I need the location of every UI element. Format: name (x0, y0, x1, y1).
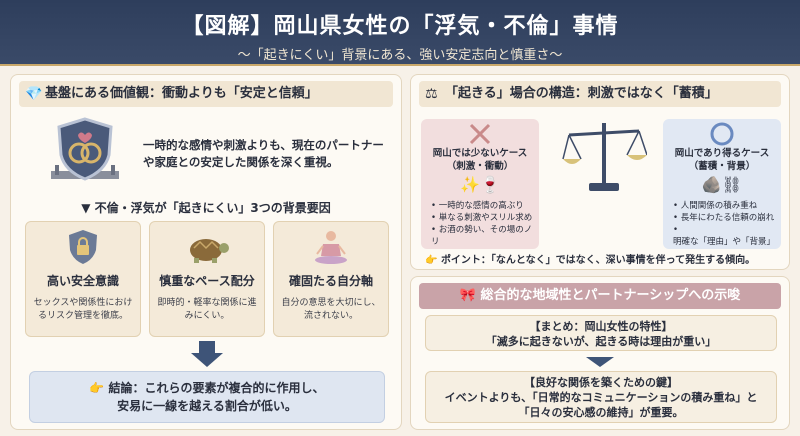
key-line3: 「日々の安心感の維持」が重要。 (518, 406, 684, 419)
ribbon-icon: 🎀 (459, 288, 481, 303)
scale-icon: ⚖ (425, 86, 438, 102)
turtle-icon (190, 239, 229, 263)
list-item: 一時的な感情の高ぶり (431, 200, 539, 212)
structure-section-title: ⚖ 「起きる」場合の構造：刺激ではなく「蓄積」 (419, 81, 781, 107)
page-subtitle: 〜「起きにくい」背景にある、強い安定志向と慎重さ〜 (237, 48, 563, 63)
circle-icon (710, 122, 734, 146)
arrow-down-icon (586, 357, 614, 367)
structure-section-title-text: 「起きる」場合の構造：刺激ではなく「蓄積」 (445, 86, 718, 101)
list-item: 人間関係の積み重ね (673, 200, 781, 212)
meditation-icon (315, 231, 347, 264)
case-rare-title2: （刺激・衝動） (446, 161, 514, 172)
arrow-down-icon (191, 353, 223, 367)
factor-name: 高い安全意識 (46, 274, 119, 288)
page-title: 【図解】岡山県女性の「浮気・不倫」事情 (181, 14, 619, 39)
list-item: 長年にわたる信頼の崩れ (673, 212, 781, 224)
pointing-hand-icon: 👉 (425, 255, 441, 266)
summary-line1: 【まとめ：岡山女性の特性】 (529, 320, 673, 333)
factors-title: ▼ 不倫・浮気が「起きにくい」3つの背景要因 (81, 201, 331, 215)
values-section-title-text: 基盤にある価値観：衝動よりも「安定と信頼」 (45, 86, 318, 101)
case-rare: 岡山では少ないケース （刺激・衝動） ✨🍷 一時的な感情の高ぶり 単なる刺激やス… (421, 119, 539, 249)
summary-box: 【まとめ：岡山女性の特性】 「滅多に起きないが、起きる時は理由が重い」 (425, 315, 777, 351)
list-item: 明確な「理由」や「背景」 (673, 224, 781, 248)
factor-card-pace: 慎重なペース配分 即時的・軽率な関係に進みにくい。 (149, 221, 265, 337)
factor-name: 慎重なペース配分 (159, 274, 255, 288)
conclusion-box: 👉 結論：これらの要素が複合的に作用し、 安易に一線を越える割合が低い。 (29, 371, 385, 423)
header-banner: 【図解】岡山県女性の「浮気・不倫」事情 〜「起きにくい」背景にある、強い安定志向… (0, 0, 800, 66)
summary-line2: 「滅多に起きないが、起きる時は理由が重い」 (485, 335, 717, 348)
arrow-down-stem (199, 341, 215, 353)
factor-card-self: 確固たる自分軸 自分の意思を大切にし、流されない。 (273, 221, 389, 337)
structure-panel: ⚖ 「起きる」場合の構造：刺激ではなく「蓄積」 岡山では少ないケース （刺激・衝… (410, 74, 790, 270)
balance-scale-icon (562, 123, 647, 191)
case-likely-title2: （蓄積・背景） (688, 161, 756, 172)
case-likely: 岡山であり得るケース （蓄積・背景） 🪨⛓ 人間関係の積み重ね 長年にわたる信頼… (663, 119, 781, 249)
list-item: お酒の勢い、その場のノリ (431, 224, 539, 248)
lock-shield-icon (69, 230, 97, 264)
case-rare-title1: 岡山では少ないケース (432, 148, 528, 159)
stones-chain-icon: 🪨⛓ (701, 175, 743, 194)
cross-icon (469, 123, 491, 145)
list-item: 単なる刺激やスリル求め (431, 212, 539, 224)
conclusion-line1: 結論：これらの要素が複合的に作用し、 (108, 381, 325, 395)
factor-desc: 自分の意思を大切にし、流されない。 (281, 298, 381, 321)
key-box: 【良好な関係を築くための鍵】 イベントよりも、「日常的なコミュニケーションの積み… (425, 371, 777, 423)
diamond-icon: 💎 (25, 86, 43, 102)
fireworks-icon: ✨🍷 (460, 175, 500, 194)
point-text-value: ポイント：「なんとなく」ではなく、深い事情を伴って発生する傾向。 (440, 255, 756, 266)
factor-card-safety: 高い安全意識 セックスや関係性におけるリスク管理を徹底。 (25, 221, 141, 337)
factor-desc: セックスや関係性におけるリスク管理を徹底。 (33, 298, 133, 321)
case-likely-title1: 岡山であり得るケース (674, 148, 770, 159)
key-line2: イベントよりも、「日常的なコミュニケーションの積み重ね」と (444, 391, 758, 404)
point-text: 👉 ポイント：「なんとなく」ではなく、深い事情を伴って発生する傾向。 (425, 251, 755, 266)
values-intro-text: 一時的な感情や刺激よりも、現在のパートナーや家庭との安定した関係を深く重視。 (143, 138, 384, 169)
factor-desc: 即時的・軽率な関係に進みにくい。 (157, 298, 257, 321)
values-section-title: 💎 基盤にある価値観：衝動よりも「安定と信頼」 (19, 81, 393, 107)
factor-name: 確固たる自分軸 (288, 274, 373, 288)
summary-section-title-text: 総合的な地域性とパートナーシップへの示唆 (480, 288, 741, 303)
values-panel: 💎 基盤にある価値観：衝動よりも「安定と信頼」 一時的な感情や刺激よりも、現在の… (10, 74, 402, 430)
conclusion-line2: 安易に一線を越える割合が低い。 (117, 399, 297, 413)
summary-panel: 🎀 総合的な地域性とパートナーシップへの示唆 【まとめ：岡山女性の特性】 「滅多… (410, 276, 790, 430)
key-line1: 【良好な関係を築くための鍵】 (524, 376, 678, 389)
summary-section-title: 🎀 総合的な地域性とパートナーシップへの示唆 (419, 283, 781, 309)
shield-rings-icon (51, 117, 119, 181)
pointing-hand-icon: 👉 (89, 381, 109, 395)
